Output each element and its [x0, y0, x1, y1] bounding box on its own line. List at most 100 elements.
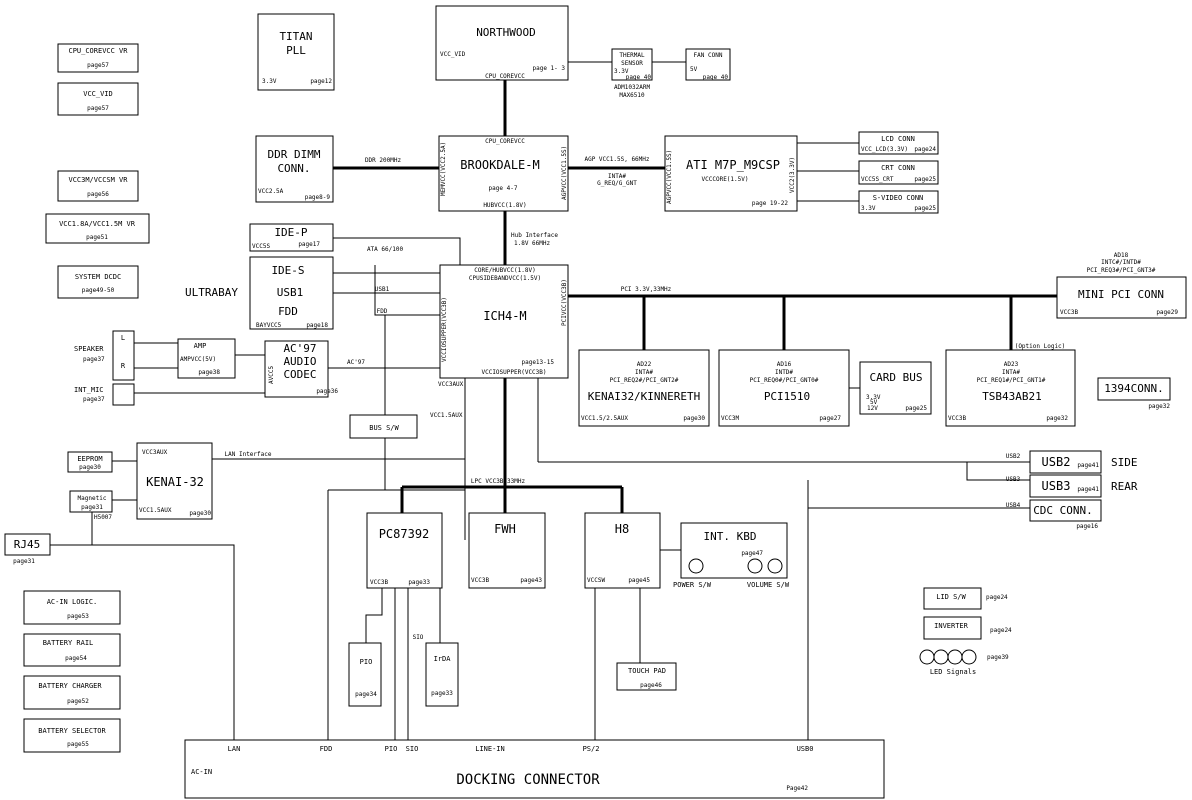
pci1510-page: page27 — [819, 415, 841, 422]
dock-pio: PIO — [385, 745, 398, 753]
ac97-codec-block: AC'97 AUDIO CODEC AVCC5 page36 — [264, 340, 338, 398]
brookdale-page: page 4-7 — [489, 185, 518, 192]
ac97-voltage: AVCC5 — [268, 366, 275, 384]
mini-pci-block: AD18 INTC#/INTD# PCI_REQ3#/PCI_GNT3# MIN… — [1056, 252, 1187, 319]
acin-logic-block: AC-IN LOGIC. page53 — [23, 590, 121, 625]
ddr-page: page8-9 — [305, 194, 331, 201]
agp-label1: AGP VCC1.5S, 66MHz — [584, 156, 649, 163]
pc87392-page: page33 — [408, 579, 430, 586]
thermal-sensor-block: THERMAL SENSOR 3.3V page 40 ADM1032ARM M… — [611, 48, 653, 99]
vcc18-vr-title: VCC1.8A/VCC1.5M VR — [59, 220, 136, 228]
titan-title2: PLL — [286, 44, 306, 57]
ddr-title2: CONN. — [277, 162, 310, 175]
ultrabay-label: ULTRABAY — [185, 286, 238, 299]
vcc-vid-page: page57 — [87, 105, 109, 112]
touchpad-block: TOUCH PAD page46 — [616, 662, 677, 691]
dock-sio: SIO — [406, 745, 419, 753]
kbd-title: INT. KBD — [704, 530, 757, 543]
vcc3m-vr-page: page56 — [87, 191, 109, 198]
usb2-page: page41 — [1077, 462, 1099, 469]
ich4-block: CORE/HUBVCC(1.8V) CPUSIDEBANDVCC(1.5V) I… — [439, 264, 569, 379]
pc87392-block: PC87392 VCC3B page33 — [366, 512, 443, 589]
ide-p-title: IDE-P — [274, 226, 307, 239]
battery-charger-block: BATTERY CHARGER page52 — [23, 675, 121, 710]
led-icon-4 — [961, 649, 977, 665]
kk-note2: INTA# — [635, 369, 653, 376]
lcd-title: LCD CONN — [881, 135, 915, 143]
volume-sw-down-icon — [747, 558, 763, 574]
thermal-chip1: ADM1032ARM — [614, 84, 651, 91]
cdc-page: page16 — [1076, 523, 1098, 530]
magnetic-title: Magnetic — [78, 495, 107, 502]
lid-sw-title: LID S/W — [936, 593, 966, 601]
ac97-page: page36 — [316, 388, 338, 395]
titan-pll-block: TITAN PLL 3.3V page12 — [257, 13, 335, 91]
svideo-conn-block: S-VIDEO CONN 3.3V page25 — [858, 190, 939, 214]
amp-voltage: AMPVCC(5V) — [180, 356, 216, 363]
minipci-note1: AD18 — [1114, 252, 1129, 259]
brookdale-left: MEMVCC(VCC2.5A) — [440, 142, 447, 196]
pci1510-title: PCI1510 — [764, 390, 810, 403]
led-signals-block: page39 LED Signals — [919, 649, 1009, 676]
pio-page: page34 — [355, 691, 377, 698]
rj45-block: RJ45 page31 — [4, 533, 51, 565]
kk-voltage: VCC1.5/2.5AUX — [581, 415, 628, 422]
led-page: page39 — [987, 654, 1009, 661]
amp-title: AMP — [194, 342, 207, 350]
fan-title: FAN CONN — [694, 52, 723, 59]
lid-sw-page: page24 — [986, 594, 1008, 601]
magnetic-block: Magnetic page31 H5007 — [69, 490, 113, 521]
lcd-conn-block: LCD CONN VCC_LCD(3.3V) page24 — [858, 131, 939, 155]
vcc3aux-label: VCC3AUX — [438, 381, 464, 388]
conn1394-title: 1394CONN. — [1104, 382, 1164, 395]
hub-label1: Hub Interface — [511, 232, 558, 239]
crt-conn-block: CRT CONN VCC5S_CRT page25 — [858, 160, 939, 185]
ultrabay-page: page18 — [306, 322, 328, 329]
bus-sw-block: BUS S/W — [349, 414, 418, 439]
ac97-title1: AC'97 — [283, 342, 316, 355]
tsb-block: (Option Logic) AD23 INTA# PCI_REQ1#/PCI_… — [945, 343, 1076, 427]
ati-page: page 19-22 — [752, 200, 789, 207]
acin-title: AC-IN LOGIC. — [47, 598, 98, 606]
amp-page: page38 — [198, 369, 220, 376]
minipci-page: page29 — [1156, 309, 1178, 316]
dock-usb0: USB0 — [797, 745, 814, 753]
ich4-page: page13-15 — [521, 359, 554, 366]
dock-acin: AC-IN — [191, 768, 212, 776]
batt-chg-title: BATTERY CHARGER — [38, 682, 102, 690]
northwood-vcc-vid: VCC_VID — [440, 51, 466, 58]
tsb-voltage: VCC3B — [948, 415, 966, 422]
ddr-dimm-block: DDR DIMM CONN. VCC2.5A page8-9 DDR 200MH… — [255, 135, 401, 203]
cdc-conn-block: CDC CONN. page16 — [1029, 499, 1102, 530]
dock-fdd: FDD — [320, 745, 333, 753]
led-icon-3 — [947, 649, 963, 665]
ich4-line1: CORE/HUBVCC(1.8V) — [474, 267, 535, 274]
vcc3m-vr-block: VCC3M/VCCSM VR page56 — [57, 170, 139, 202]
eeprom-title: EEPROM — [77, 455, 102, 463]
tsb-title: TSB43AB21 — [982, 390, 1042, 403]
conn1394-block: 1394CONN. page32 — [1097, 377, 1171, 410]
titan-title1: TITAN — [279, 30, 312, 43]
volume-sw-label: VOLUME S/W — [747, 581, 790, 589]
fwh-voltage: VCC3B — [471, 577, 489, 584]
pc87392-voltage: VCC3B — [370, 579, 388, 586]
cardbus-v3: 12V — [867, 405, 878, 412]
vcc18-vr-block: VCC1.8A/VCC1.5M VR page51 — [45, 213, 150, 244]
h8-page: page45 — [628, 577, 650, 584]
fan-conn-block: FAN CONN 5V page 40 — [685, 48, 731, 81]
ata-bus-label: ATA 66/100 — [367, 246, 404, 253]
usb3-bus-label: USB3 — [1006, 476, 1021, 483]
ich4-bottom: VCCIOSUPPER(VCC3B) — [481, 369, 546, 376]
sys-dcdc-page: page49-50 — [82, 287, 115, 294]
eeprom-block: EEPROM page30 — [67, 451, 113, 473]
northwood-block: NORTHWOOD VCC_VID page 1- 3 CPU_COREVCC — [435, 5, 569, 81]
crt-page: page25 — [914, 176, 936, 183]
crt-voltage: VCC5S_CRT — [861, 176, 894, 183]
magnetic-code: H5007 — [94, 514, 112, 521]
pci1510-voltage: VCC3M — [721, 415, 739, 422]
fwh-block: FWH VCC3B page43 — [468, 512, 546, 589]
brookdale-top: CPU_COREVCC — [485, 138, 525, 145]
fwh-page: page43 — [520, 577, 542, 584]
inverter-title: INVERTER — [934, 622, 969, 630]
dock-title: DOCKING CONNECTOR — [456, 772, 600, 788]
